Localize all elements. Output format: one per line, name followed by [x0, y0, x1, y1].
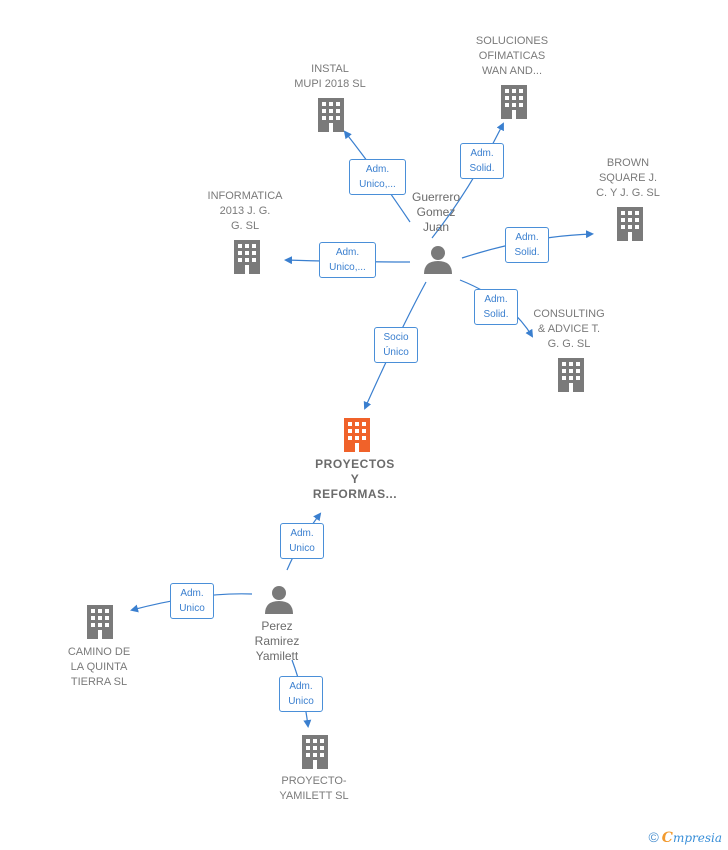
- building-icon: [87, 605, 113, 639]
- brand-logo-mark: C: [661, 830, 673, 846]
- relation-badge-yamilett[interactable]: Adm. Unico: [279, 676, 323, 712]
- building-icon: [344, 418, 370, 452]
- brand-logo-text: mpresia: [672, 831, 722, 845]
- relation-badge-brown[interactable]: Adm. Solid.: [505, 227, 549, 263]
- company-name: PROYECTOS Y REFORMAS...: [312, 457, 398, 501]
- building-icon: [302, 735, 328, 769]
- company-name: INFORMATICA 2013 J. G. G. SL: [207, 190, 283, 232]
- company-name: BROWN SQUARE J. C. Y J. G. SL: [596, 157, 660, 199]
- person-icon: [265, 586, 293, 614]
- relation-badge-consulting[interactable]: Adm. Solid.: [474, 289, 518, 325]
- person-name: Perez Ramirez Yamilett: [254, 619, 300, 663]
- company-name: INSTAL MUPI 2018 SL: [294, 63, 366, 90]
- company-name: CONSULTING & ADVICE T. G. G. SL: [533, 308, 605, 350]
- building-icon: [318, 98, 344, 132]
- relation-badge-informatica[interactable]: Adm. Unico,...: [319, 242, 376, 278]
- relation-badge-camino[interactable]: Adm. Unico: [170, 583, 214, 619]
- person-icon: [424, 246, 452, 274]
- relation-badge-instal[interactable]: Adm. Unico,...: [349, 159, 406, 195]
- edge-guerrero-soluciones: [431, 122, 504, 239]
- company-name: SOLUCIONES OFIMATICAS WAN AND...: [475, 35, 549, 77]
- company-name: PROYECTO- YAMILETT SL: [279, 775, 349, 802]
- relation-badge-socio[interactable]: Socio Único: [374, 327, 418, 363]
- building-icon: [501, 85, 527, 119]
- brand-footer[interactable]: ©Cmpresia: [648, 829, 722, 846]
- copyright-icon: ©: [648, 829, 659, 845]
- building-icon: [558, 358, 584, 392]
- building-icon: [234, 240, 260, 274]
- relation-badge-soluciones[interactable]: Adm. Solid.: [460, 143, 504, 179]
- building-icon: [617, 207, 643, 241]
- relation-badge-perez-proyectos[interactable]: Adm. Unico: [280, 523, 324, 559]
- person-name: Guerrero Gomez Juan: [411, 190, 461, 234]
- company-name: CAMINO DE LA QUINTA TIERRA SL: [67, 646, 131, 688]
